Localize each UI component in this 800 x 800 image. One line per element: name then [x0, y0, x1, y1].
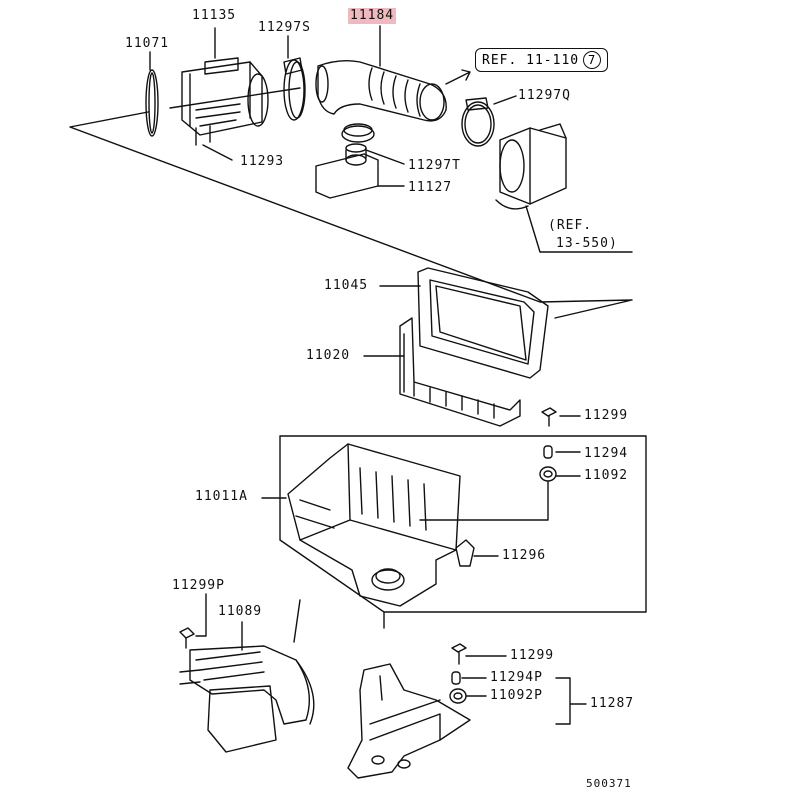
label-11299-bottom[interactable]: 11299 [510, 648, 555, 663]
ref-11-110-text: REF. 11-110 [482, 53, 580, 68]
label-11299p[interactable]: 11299P [172, 578, 225, 593]
duct-11089-drawing [179, 645, 315, 753]
label-11287[interactable]: 11287 [590, 696, 635, 711]
label-11299-top[interactable]: 11299 [584, 408, 629, 423]
air-filter-case-11011a-drawing [287, 443, 461, 607]
label-11045[interactable]: 11045 [324, 278, 369, 293]
middle-section-box [279, 435, 647, 629]
diagram-number: 500371 [586, 777, 632, 790]
airflow-sensor-11135-drawing [181, 57, 269, 146]
label-11294p[interactable]: 11294P [490, 670, 543, 685]
air-filter-housing-11020-drawing [399, 317, 521, 427]
label-ref-13-550-line1[interactable]: (REF. [548, 218, 593, 233]
label-11071[interactable]: 11071 [125, 36, 170, 51]
label-11296[interactable]: 11296 [502, 548, 547, 563]
throttle-body-drawing [495, 123, 567, 210]
clip-11296-drawing [455, 539, 475, 567]
label-11297s[interactable]: 11297S [258, 20, 311, 35]
resonator-11127-drawing [315, 143, 379, 199]
intake-hose-11184-drawing [315, 59, 447, 122]
label-ref-13-550-line2[interactable]: 13-550) [556, 236, 618, 251]
label-11020[interactable]: 11020 [306, 348, 351, 363]
label-11184-highlighted[interactable]: 11184 [348, 8, 397, 24]
label-11294[interactable]: 11294 [584, 446, 629, 461]
ref-arrow [445, 69, 471, 85]
bolt-11299p-drawing [179, 627, 195, 649]
bolt-11299-bottom-drawing [451, 643, 467, 665]
clamp-11297s-drawing [283, 57, 306, 121]
bracket-11287-drawing [347, 663, 471, 779]
grommet-11294-drawing [543, 445, 553, 459]
label-11089[interactable]: 11089 [218, 604, 263, 619]
top-section-outline [69, 87, 633, 319]
label-11297q[interactable]: 11297Q [518, 88, 571, 103]
label-11011a[interactable]: 11011A [195, 489, 248, 504]
label-11092[interactable]: 11092 [584, 468, 629, 483]
label-11297t[interactable]: 11297T [408, 158, 461, 173]
grommet-11092-drawing [539, 466, 557, 482]
label-11092p[interactable]: 11092P [490, 688, 543, 703]
clamp-11297t-drawing [341, 123, 375, 143]
grommet-11092p-drawing [449, 688, 467, 704]
label-11135[interactable]: 11135 [192, 8, 237, 23]
clamp-11297q-drawing [461, 97, 495, 147]
air-filter-element-11045-drawing [417, 267, 549, 379]
gasket-11071-drawing [145, 69, 159, 137]
label-11127[interactable]: 11127 [408, 180, 453, 195]
label-11293[interactable]: 11293 [240, 154, 285, 169]
bolt-11299-drawing [541, 407, 557, 427]
grommet-11294p-drawing [451, 671, 461, 685]
ref-circled-number: 7 [583, 51, 602, 69]
